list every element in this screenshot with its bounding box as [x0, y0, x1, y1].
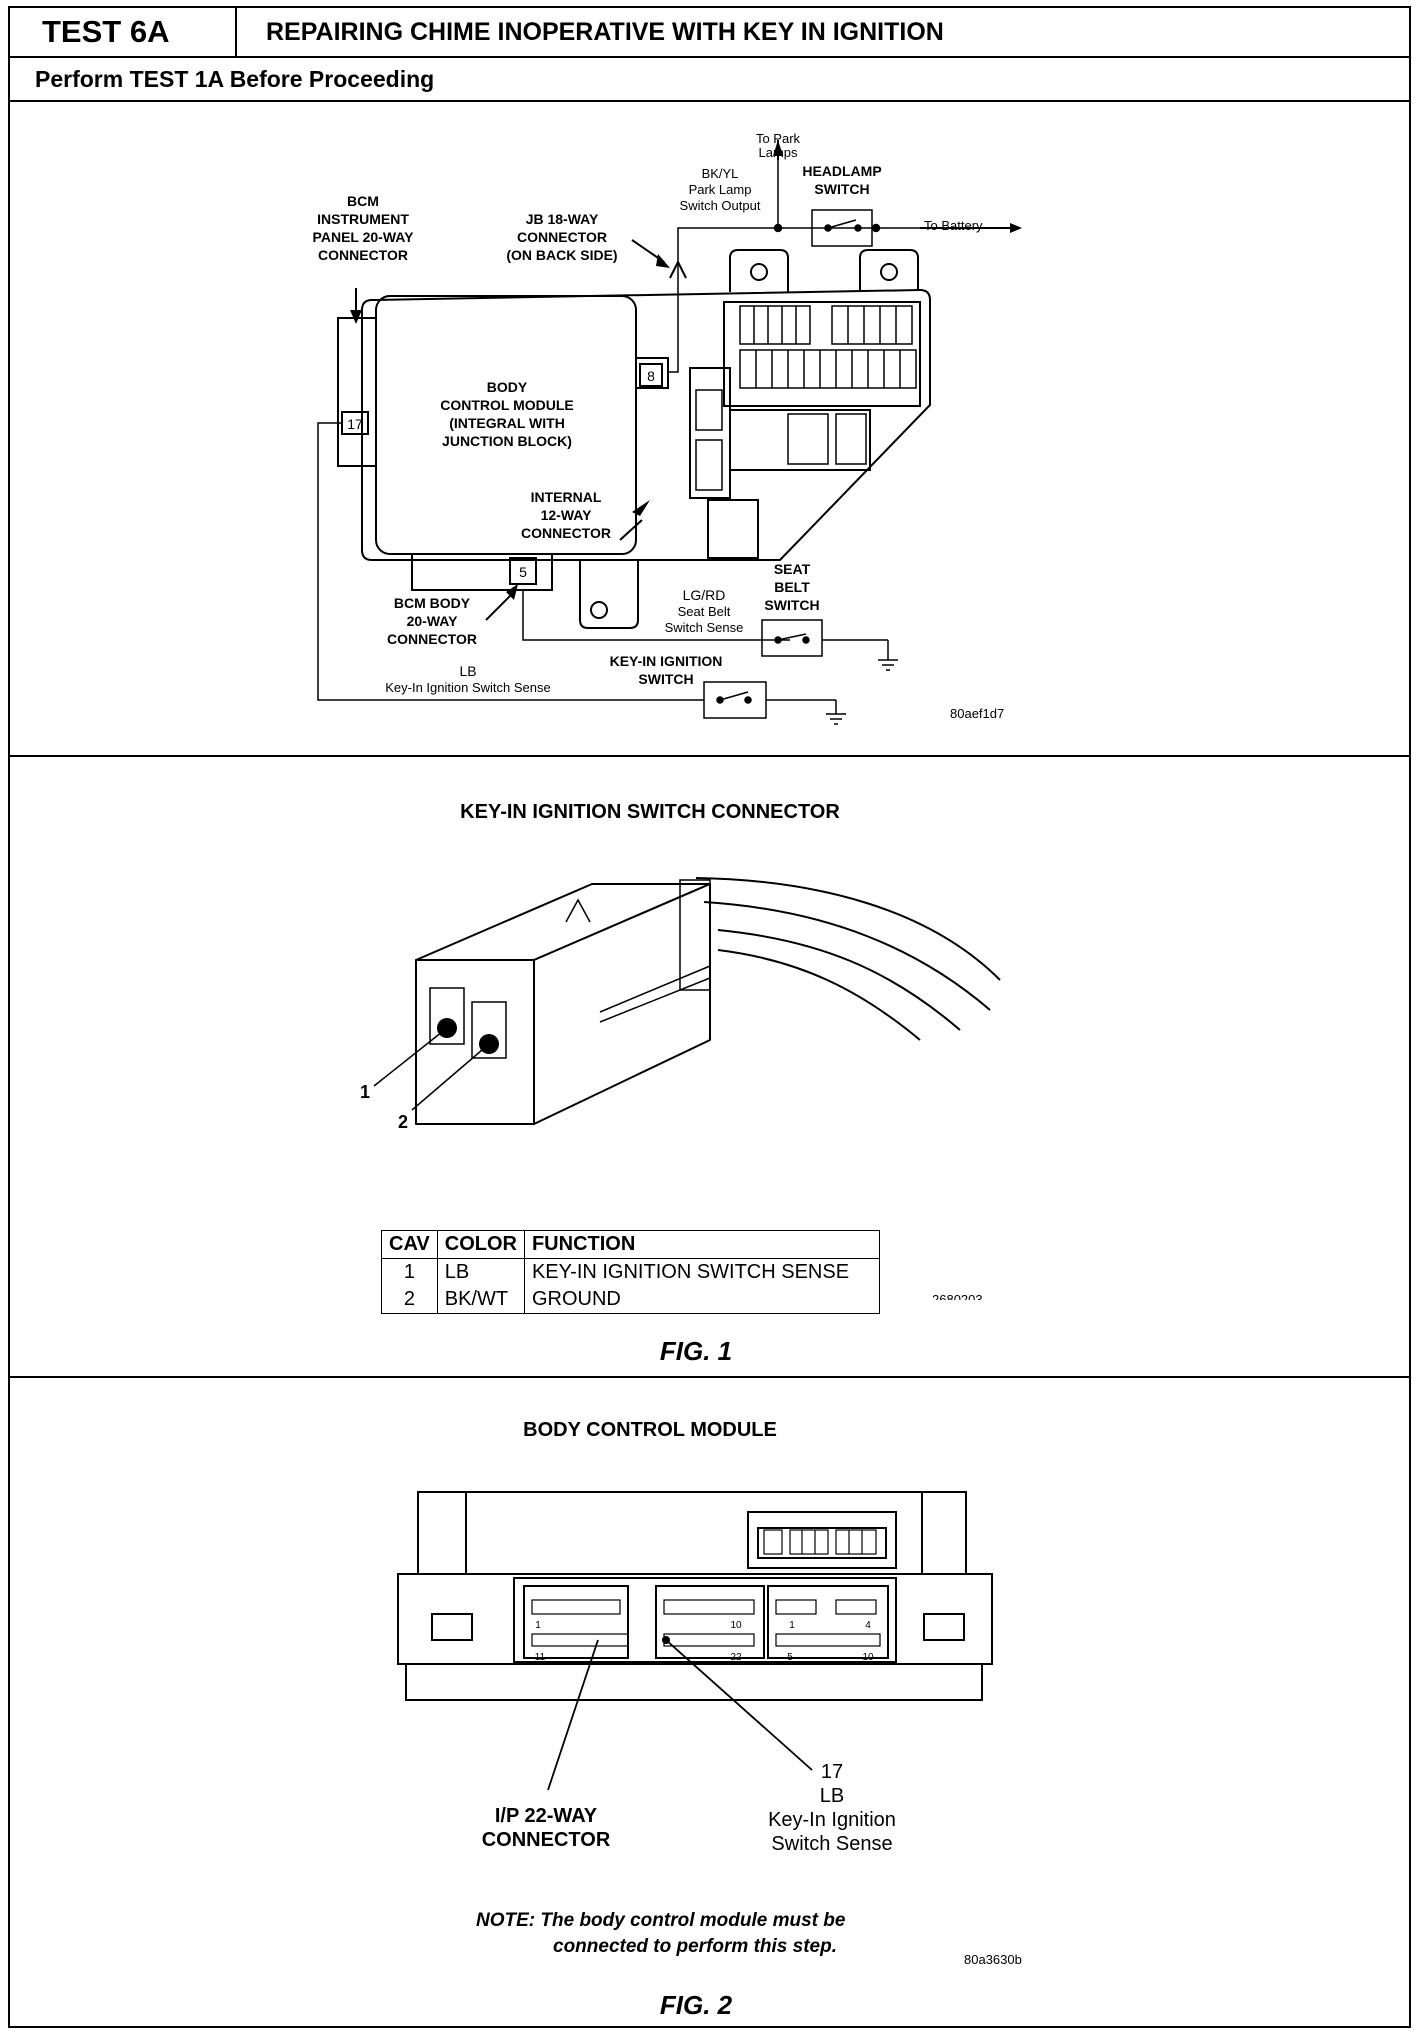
- table-row: 2 BK/WT GROUND: [381, 1286, 880, 1314]
- section-divider-1: [8, 755, 1411, 757]
- lb-label: LB: [459, 663, 476, 679]
- bcm-body-label-3: CONNECTOR: [387, 631, 477, 647]
- col-color: COLOR: [436, 1230, 525, 1259]
- to-park-lamps-label-2: Lamps: [758, 145, 798, 160]
- to-battery-label: To Battery: [924, 218, 983, 233]
- wiring-diagram: To Park Lamps BK/YL Park Lamp Switch Out…: [313, 131, 1022, 725]
- test-id: TEST 6A: [10, 8, 237, 56]
- keyin-label: KEY-IN IGNITION: [610, 653, 723, 669]
- fig1-illustration: KEY-IN IGNITION SWITCH CONNECTOR 1 2 268…: [360, 801, 1001, 1300]
- cav-cell: 1: [381, 1258, 438, 1286]
- ip-connector-label-2: CONNECTOR: [482, 1829, 611, 1851]
- internal-label-2: 12-WAY: [541, 507, 593, 523]
- function-cell: GROUND: [523, 1286, 880, 1314]
- cav-cell: 2: [381, 1286, 438, 1314]
- bcm-ip-label: BCM: [347, 193, 379, 209]
- bcm-label: BODY: [487, 379, 528, 395]
- to-park-lamps-label: To Park: [756, 131, 801, 146]
- seat-belt-label-3: SWITCH: [764, 597, 819, 613]
- color-cell: LB: [436, 1258, 525, 1286]
- jb-label: JB 18-WAY: [526, 211, 599, 227]
- bcm-ip-label-4: CONNECTOR: [318, 247, 408, 263]
- page-frame: TEST 6A REPAIRING CHIME INOPERATIVE WITH…: [8, 6, 1411, 2028]
- internal-label: INTERNAL: [531, 489, 602, 505]
- pin-num: 4: [865, 1620, 871, 1631]
- pin-num: 10: [730, 1620, 742, 1631]
- bkyl-label: BK/YL: [702, 166, 739, 181]
- bcm-body-label-2: 20-WAY: [407, 613, 459, 629]
- fig2-caption: FIG. 2: [660, 1990, 733, 2020]
- pin-5-label: 5: [519, 564, 527, 580]
- headlamp-label-2: SWITCH: [814, 181, 869, 197]
- lgrd-label-3: Switch Sense: [665, 620, 744, 635]
- fig1-code: 2680203: [932, 1292, 983, 1300]
- test-header: TEST 6A REPAIRING CHIME INOPERATIVE WITH…: [10, 8, 1409, 58]
- note-line-2: connected to perform this step.: [553, 1936, 837, 1957]
- bkyl-label-2: Park Lamp: [689, 182, 752, 197]
- bcm-label-2: CONTROL MODULE: [440, 397, 574, 413]
- bcm-ip-label-3: PANEL 20-WAY: [313, 229, 415, 245]
- pin-num: 5: [787, 1652, 793, 1663]
- fig1-caption: FIG. 1: [660, 1336, 732, 1366]
- table-header-row: CAV COLOR FUNCTION: [381, 1230, 880, 1259]
- pin-num: 10: [862, 1652, 874, 1663]
- bcm-label-4: JUNCTION BLOCK): [442, 433, 572, 449]
- section-divider-2: [8, 1376, 1411, 1378]
- jb-label-3: (ON BACK SIDE): [506, 247, 617, 263]
- test-title: REPAIRING CHIME INOPERATIVE WITH KEY IN …: [266, 18, 944, 46]
- seat-belt-label-2: BELT: [774, 579, 810, 595]
- pin-8-label: 8: [647, 368, 655, 384]
- pin17-label-3: Key-In Ignition: [768, 1809, 896, 1831]
- pin17-label-2: LB: [820, 1785, 844, 1807]
- pin-num: 1: [535, 1620, 541, 1631]
- connector-pinout-table: CAV COLOR FUNCTION 1 LB KEY-IN IGNITION …: [381, 1230, 880, 1314]
- function-cell: KEY-IN IGNITION SWITCH SENSE: [523, 1258, 880, 1286]
- diagram1-code: 80aef1d7: [950, 706, 1004, 721]
- pin-num: 11: [535, 1652, 546, 1663]
- headlamp-label: HEADLAMP: [802, 163, 881, 179]
- keyin-label-2: SWITCH: [638, 671, 693, 687]
- fig2-code: 80a3630b: [964, 1952, 1022, 1967]
- fig2-illustration: BODY CONTROL MODULE 1 10: [397, 1419, 1022, 2020]
- internal-label-3: CONNECTOR: [521, 525, 611, 541]
- col-function: FUNCTION: [523, 1230, 880, 1259]
- jb-label-2: CONNECTOR: [517, 229, 607, 245]
- bcm-ip-label-2: INSTRUMENT: [317, 211, 409, 227]
- callout-2: 2: [398, 1112, 408, 1132]
- pin-17-label: 17: [347, 416, 363, 432]
- pin-num: 1: [789, 1620, 795, 1631]
- col-cav: CAV: [381, 1230, 438, 1259]
- pin17-label: 17: [821, 1761, 843, 1783]
- lgrd-label-2: Seat Belt: [678, 604, 731, 619]
- callout-1: 1: [360, 1082, 370, 1102]
- bcm-body-label: BCM BODY: [394, 595, 471, 611]
- prerequisite-note: Perform TEST 1A Before Proceeding: [10, 58, 1409, 102]
- pin17-label-4: Switch Sense: [771, 1833, 892, 1855]
- fig1-title: KEY-IN IGNITION SWITCH CONNECTOR: [460, 801, 840, 823]
- fig2-title: BODY CONTROL MODULE: [523, 1419, 777, 1441]
- bkyl-label-3: Switch Output: [680, 198, 761, 213]
- lgrd-label: LG/RD: [683, 587, 726, 603]
- bcm-label-3: (INTEGRAL WITH: [449, 415, 565, 431]
- seat-belt-label: SEAT: [774, 561, 811, 577]
- fig1-caption-area: FIG. 1: [660, 1336, 732, 1366]
- table-row: 1 LB KEY-IN IGNITION SWITCH SENSE: [381, 1258, 880, 1286]
- ip-connector-label: I/P 22-WAY: [495, 1805, 598, 1827]
- note-line-1: NOTE: The body control module must be: [476, 1910, 846, 1931]
- pin-num: 22: [730, 1652, 742, 1663]
- color-cell: BK/WT: [436, 1286, 525, 1314]
- lb-label-2: Key-In Ignition Switch Sense: [385, 680, 550, 695]
